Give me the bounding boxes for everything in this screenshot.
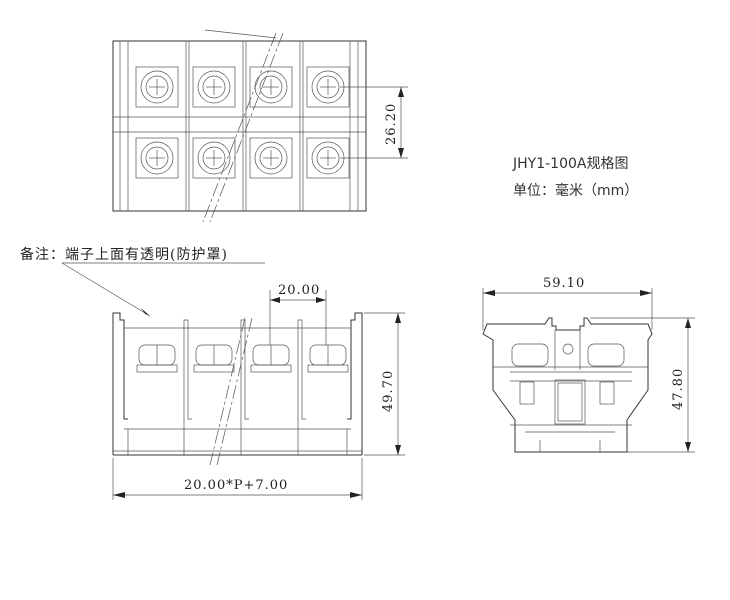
dim-label-20-00: 20.00 bbox=[278, 283, 320, 298]
front-view bbox=[112, 312, 363, 466]
dimension-49-70: 49.70 bbox=[364, 312, 405, 456]
dimension-26-20: 26.20 bbox=[340, 86, 408, 159]
note-leader-arrow bbox=[141, 308, 150, 316]
screw-washer bbox=[202, 75, 226, 99]
dim-label-26-20: 26.20 bbox=[384, 103, 399, 145]
screw-housing bbox=[192, 137, 236, 179]
screw-icon bbox=[311, 141, 345, 175]
drawing-title: JHY1-100A规格图 bbox=[513, 156, 629, 172]
screw-icon bbox=[140, 141, 174, 175]
screw-washer bbox=[202, 146, 226, 170]
screw-washer bbox=[316, 146, 340, 170]
dimension-overall-length: 20.00*P+7.00 bbox=[112, 458, 363, 500]
front-washer bbox=[136, 364, 178, 373]
screw-housing bbox=[249, 66, 293, 108]
dimension-59-10: 59.10 bbox=[482, 276, 653, 330]
note-text: 备注：端子上面有透明(防护罩) bbox=[20, 247, 228, 263]
front-divider bbox=[183, 319, 192, 455]
screw-washer bbox=[259, 75, 283, 99]
dim-label-47-80: 47.80 bbox=[671, 368, 686, 410]
screw-icon bbox=[311, 70, 345, 104]
screw-icon bbox=[197, 141, 231, 175]
front-divider bbox=[240, 319, 249, 455]
unit-label: 单位：毫米（mm） bbox=[513, 183, 639, 199]
top-view bbox=[112, 29, 367, 223]
screw-housing bbox=[306, 137, 350, 179]
screw-icon bbox=[254, 70, 288, 104]
screw-washer bbox=[145, 146, 169, 170]
side-view bbox=[482, 317, 653, 453]
front-divider bbox=[297, 319, 306, 455]
screw-housing bbox=[135, 137, 179, 179]
front-washer bbox=[250, 364, 292, 373]
dim-label-overall-length: 20.00*P+7.00 bbox=[184, 478, 288, 493]
screw-housing bbox=[135, 66, 179, 108]
screw-housing bbox=[306, 66, 350, 108]
screw-housing bbox=[249, 137, 293, 179]
screw-icon bbox=[254, 141, 288, 175]
screw-washer bbox=[145, 75, 169, 99]
dimension-20-00: 20.00 bbox=[269, 283, 327, 345]
dim-label-49-70: 49.70 bbox=[381, 370, 396, 412]
note-leader bbox=[61, 262, 151, 317]
screw-housing bbox=[192, 66, 236, 108]
dimension-47-80: 47.80 bbox=[590, 317, 695, 453]
front-washer bbox=[193, 364, 235, 373]
front-washer bbox=[307, 364, 349, 373]
screw-icon bbox=[140, 70, 174, 104]
screw-washer bbox=[259, 146, 283, 170]
screw-icon bbox=[197, 70, 231, 104]
top-view-outline bbox=[112, 40, 367, 212]
dim-label-59-10: 59.10 bbox=[543, 276, 585, 291]
screw-washer bbox=[316, 75, 340, 99]
